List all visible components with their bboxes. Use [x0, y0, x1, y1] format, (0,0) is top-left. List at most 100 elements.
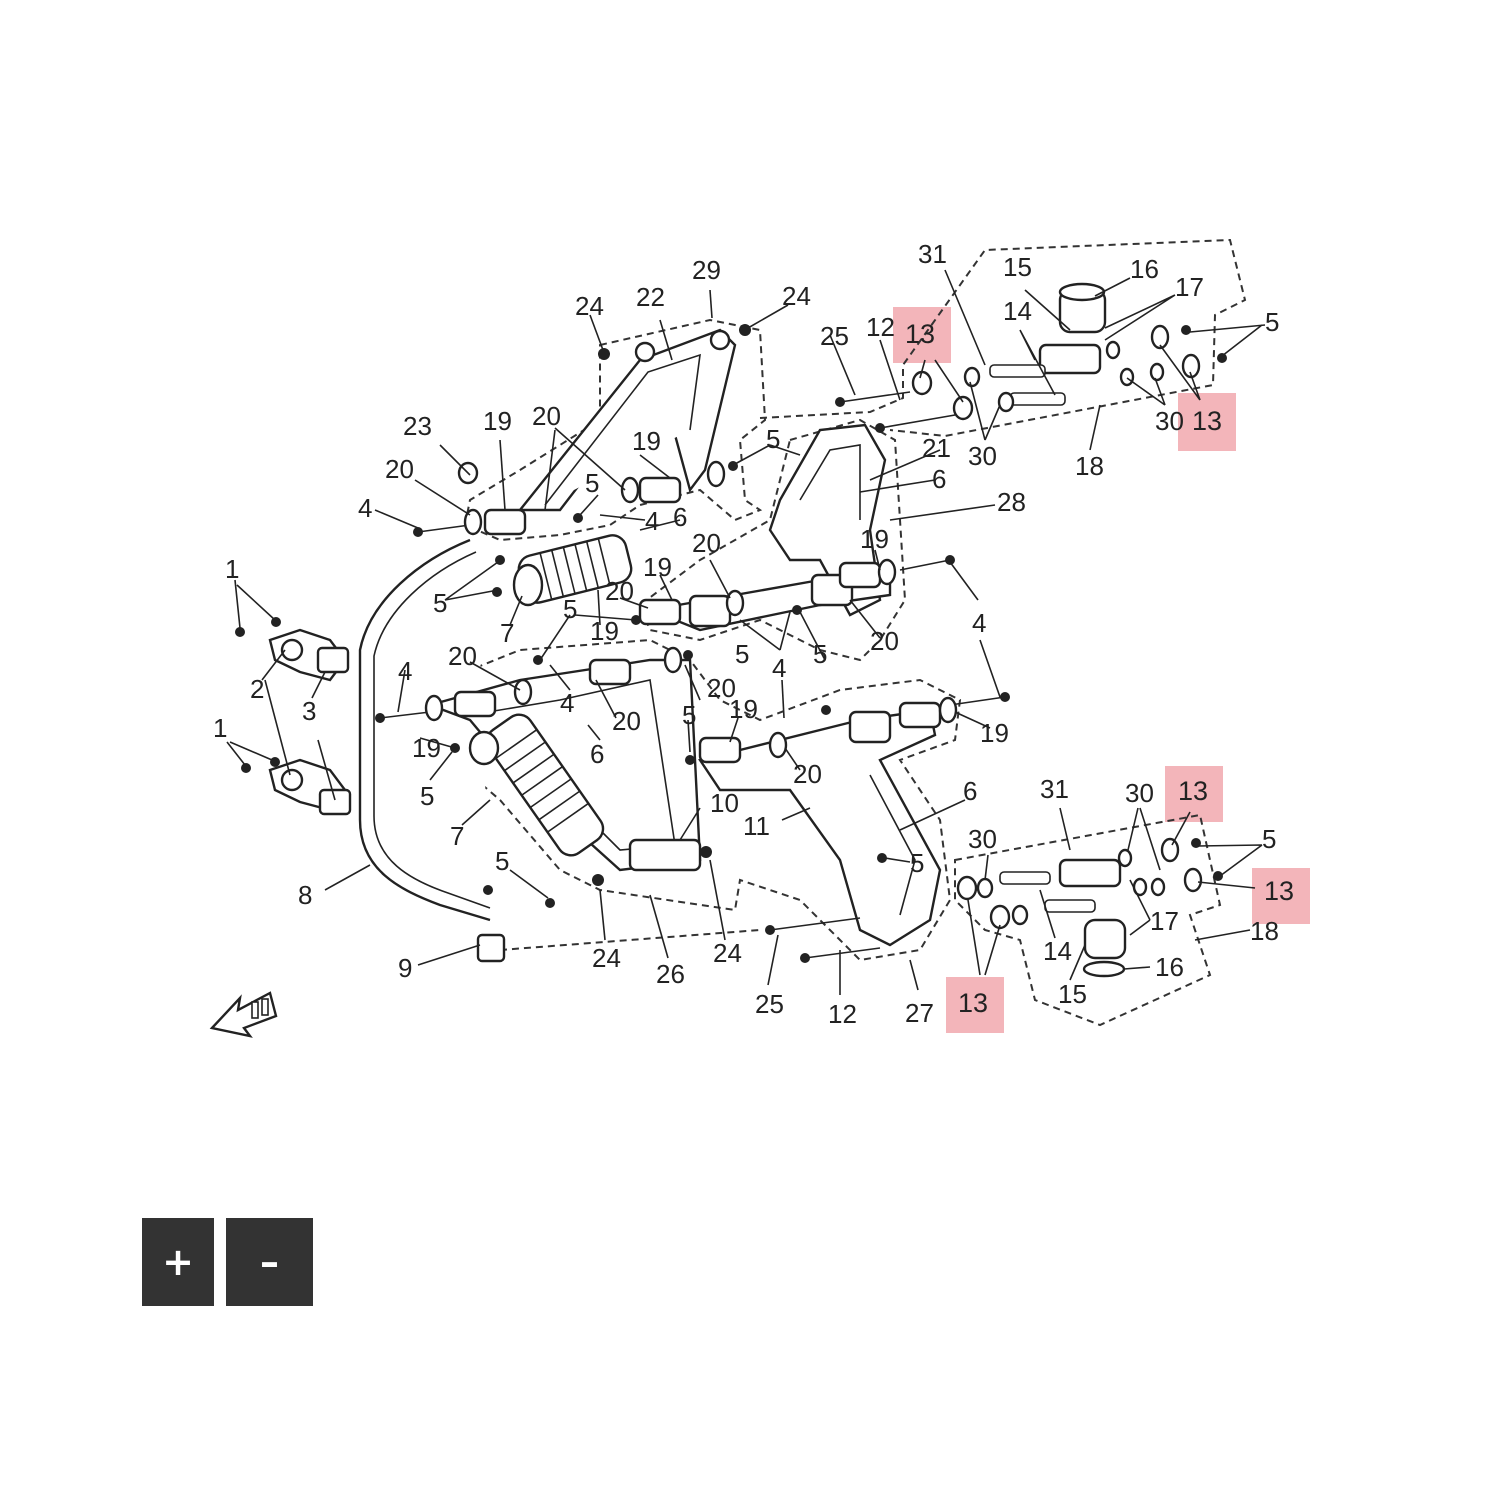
callout-5-k: 5: [910, 848, 924, 878]
callout-19-d: 19: [590, 616, 619, 646]
zoom-controls: + –: [142, 1218, 313, 1306]
highlight-13-lower-right: [1252, 868, 1310, 924]
highlight-13-upper-right: [1178, 393, 1236, 451]
bar-bushing-upper: [268, 628, 350, 682]
callout-1-lower: 1: [213, 713, 227, 743]
upper-shock-absorber: [512, 534, 633, 607]
lower-shock-absorber: [468, 713, 605, 857]
leader-lines: [226, 269, 1266, 995]
callout-20-i: 20: [793, 759, 822, 789]
callout-20-g: 20: [612, 706, 641, 736]
zoom-in-button[interactable]: +: [142, 1218, 214, 1306]
callout-14-b: 14: [1043, 936, 1072, 966]
callout-1-upper: 1: [225, 554, 239, 584]
callout-10: 10: [710, 788, 739, 818]
callout-13-a: 13: [905, 319, 935, 349]
callout-26: 26: [656, 959, 685, 989]
callout-18-b: 18: [1250, 916, 1279, 946]
callout-16-a: 16: [1130, 254, 1159, 284]
callout-5-h: 5: [420, 781, 434, 811]
callout-3: 3: [302, 696, 316, 726]
callout-4-e: 4: [772, 653, 786, 683]
outline-lower-bracket: [954, 813, 1222, 1027]
callout-18-a: 18: [1075, 451, 1104, 481]
callout-4-b: 4: [398, 656, 412, 686]
callout-20-b: 20: [532, 401, 561, 431]
callout-20-h: 20: [707, 673, 736, 703]
callout-5-c: 5: [433, 588, 447, 618]
outline-upper-bracket: [759, 238, 1247, 438]
zoom-out-button[interactable]: –: [226, 1218, 313, 1306]
callout-6-b: 6: [932, 464, 946, 494]
callout-11: 11: [743, 811, 770, 841]
callout-6-d: 6: [963, 776, 977, 806]
callout-9: 9: [398, 953, 412, 983]
callout-5-a: 5: [766, 424, 780, 454]
upper-bracket-parts: [911, 282, 1227, 421]
end-link: [476, 933, 506, 963]
bar-bushing-lower: [268, 758, 352, 816]
callout-22: 22: [636, 282, 665, 312]
callout-20-e: 20: [870, 626, 899, 656]
front-direction-arrow-icon: [209, 991, 278, 1038]
callout-20-d: 20: [605, 576, 634, 606]
callout-20-f: 20: [448, 641, 477, 671]
callout-13-b: 13: [1192, 406, 1222, 436]
callout-20-c: 20: [692, 528, 721, 558]
callout-30-a: 30: [1155, 406, 1184, 436]
callout-19-f: 19: [412, 733, 441, 763]
outline-tie-line: [499, 929, 761, 951]
callout-28: 28: [997, 487, 1026, 517]
callout-19-e: 19: [860, 524, 889, 554]
lower-right-arm: [698, 708, 942, 947]
callout-31-b: 31: [1040, 774, 1069, 804]
callout-24-d: 24: [713, 938, 742, 968]
callout-5-j: 5: [682, 700, 696, 730]
callout-8: 8: [298, 880, 312, 910]
callout-4-c: 4: [645, 506, 659, 536]
callout-7-a: 7: [500, 618, 514, 648]
highlight-boxes: [893, 307, 1310, 1033]
callout-19-h: 19: [980, 718, 1009, 748]
callout-30-c: 30: [1125, 778, 1154, 808]
callout-5-b: 5: [585, 468, 599, 498]
callout-20-a: 20: [385, 454, 414, 484]
callout-5-l: 5: [1262, 824, 1276, 854]
callout-24-a: 24: [575, 291, 604, 321]
callout-5-e: 5: [735, 639, 749, 669]
callout-14-a: 14: [1003, 296, 1032, 326]
callout-30-d: 30: [968, 824, 997, 854]
callout-6-c: 6: [590, 739, 604, 769]
outline-lower-arm-group: [418, 638, 962, 962]
callout-17-b: 17: [1150, 906, 1179, 936]
callout-labels: 1 1 2 3 8 9 4 4 4 4 4 4 20 23 19 20 24 2…: [213, 239, 1294, 1029]
callout-24-b: 24: [782, 281, 811, 311]
upper-a-arm: [517, 328, 737, 512]
callout-29: 29: [692, 255, 721, 285]
callout-21: 21: [922, 433, 951, 463]
callout-5-d: 5: [563, 594, 577, 624]
callout-12-a: 12: [866, 312, 895, 342]
callout-4-f: 4: [972, 608, 986, 638]
callout-19-c: 19: [643, 552, 672, 582]
callout-4-d: 4: [560, 688, 574, 718]
plus-icon: +: [162, 1240, 194, 1284]
callout-4-a: 4: [358, 493, 372, 523]
callout-5-f: 5: [813, 639, 827, 669]
callout-2: 2: [250, 674, 264, 704]
minus-icon: –: [260, 1240, 279, 1284]
callout-23: 23: [403, 411, 432, 441]
callout-19-b: 19: [632, 426, 661, 456]
callout-25-b: 25: [755, 989, 784, 1019]
callout-17-a: 17: [1175, 272, 1204, 302]
callout-12-b: 12: [828, 999, 857, 1029]
callout-19-a: 19: [483, 406, 512, 436]
callout-15-a: 15: [1003, 252, 1032, 282]
assembly-outlines: [418, 238, 1247, 1027]
callout-5-g: 5: [1265, 307, 1279, 337]
callout-7-b: 7: [450, 821, 464, 851]
callout-15-b: 15: [1058, 979, 1087, 1009]
bushings-and-washers: [424, 460, 958, 764]
